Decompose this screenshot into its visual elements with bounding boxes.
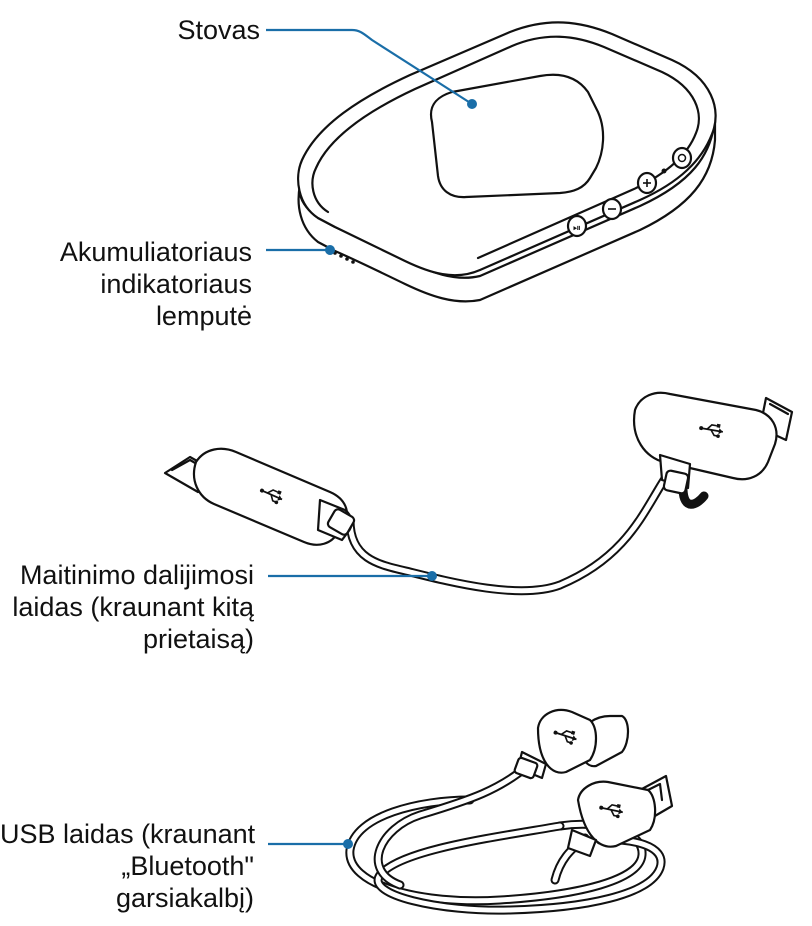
play-pause-button-icon: ⏯ — [566, 214, 588, 238]
micro-usb-plug — [513, 708, 630, 780]
indicator-dot-icon — [661, 168, 667, 174]
label-line: USB laidas (kraunant — [0, 819, 256, 849]
speaker-inner-contour — [311, 35, 700, 260]
label-line: garsiakalbį) — [115, 883, 254, 913]
speaker-buttons: ⏯ — [566, 146, 693, 238]
label-line: „Bluetooth" — [121, 851, 254, 881]
usb-a-plug — [566, 774, 674, 858]
label-line: Stovas — [177, 15, 260, 45]
callout-usb-cable-dot — [343, 839, 353, 849]
label-line: prietaisą) — [142, 624, 254, 654]
label-battery-indicator: Akumuliatoriaus indikatoriaus lemputė — [40, 236, 252, 332]
power-button-icon — [671, 146, 693, 170]
label-line: lemputė — [155, 301, 252, 331]
callout-lines — [266, 28, 477, 849]
callout-stand-dot — [467, 99, 477, 109]
label-power-share-cable: Maitinimo dalijimosi laidas (kraunant ki… — [0, 559, 254, 655]
label-line: Akumuliatoriaus — [59, 237, 252, 267]
usb-cable-coiled — [345, 708, 674, 915]
micro-usb-connector-left — [163, 447, 356, 546]
callout-power-share-cable-dot — [427, 571, 437, 581]
micro-usb-connector-right — [632, 391, 794, 495]
volume-up-button-icon — [636, 171, 658, 195]
battery-indicator-leds — [333, 251, 355, 264]
callout-stand-line — [266, 28, 473, 105]
callout-battery-indicator-dot — [325, 245, 335, 255]
label-usb-cable: USB laidas (kraunant „Bluetooth" garsiak… — [0, 818, 256, 914]
label-stand: Stovas — [150, 14, 260, 46]
label-line: Maitinimo dalijimosi — [19, 560, 254, 590]
label-line: laidas (kraunant kitą — [12, 592, 254, 622]
speaker-device: ⏯ — [297, 21, 717, 303]
volume-down-button-icon — [601, 197, 623, 221]
power-sharing-cable — [163, 391, 794, 596]
label-line: indikatoriaus — [100, 269, 252, 299]
svg-text:⏯: ⏯ — [573, 223, 581, 234]
